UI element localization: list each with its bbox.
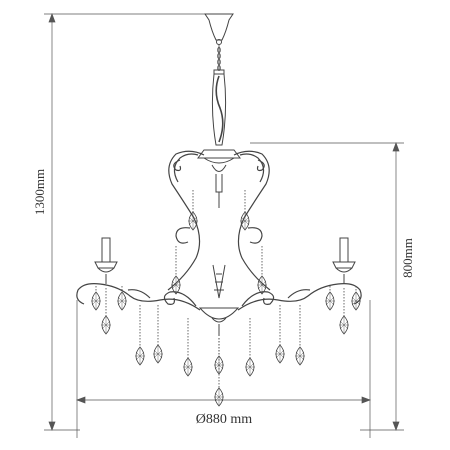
crystal-drop (240, 190, 250, 231)
crystal-drop (91, 286, 101, 311)
crystal-drop (117, 286, 127, 311)
lower-arm-left (76, 283, 201, 311)
crystal-drop (325, 286, 335, 311)
crystal-drops (91, 190, 361, 407)
dimension-height-body (250, 142, 404, 431)
crystal-drop (214, 338, 224, 375)
height-body-label: 800mm (400, 238, 415, 278)
center-column (211, 69, 227, 146)
crystal-drop (153, 305, 163, 364)
crystal-drop (339, 288, 349, 335)
dimension-diameter (76, 300, 371, 438)
crystal-drop (257, 246, 267, 295)
crystal-drop (351, 286, 361, 311)
candle-right (332, 237, 356, 284)
crystal-drop (245, 318, 255, 377)
central-hub (197, 149, 241, 208)
height-total-label: 1300mm (32, 169, 47, 215)
dimension-height-total (44, 13, 215, 431)
crystal-drop (101, 288, 111, 335)
crystal-drop (188, 190, 198, 231)
crystal-drop (183, 318, 193, 377)
crystal-drop (135, 305, 145, 366)
crystal-drop (171, 246, 181, 295)
crystal-drop (275, 305, 285, 364)
candle-left (94, 237, 118, 284)
diameter-label: Ø880 mm (196, 412, 253, 427)
crystal-drop (295, 305, 305, 366)
chain (217, 45, 221, 71)
ceiling-canopy (204, 13, 234, 45)
center-bowl (198, 264, 240, 336)
upper-scroll-right (233, 150, 271, 291)
lower-arm-right (237, 283, 362, 311)
upper-scroll-left (167, 150, 205, 291)
